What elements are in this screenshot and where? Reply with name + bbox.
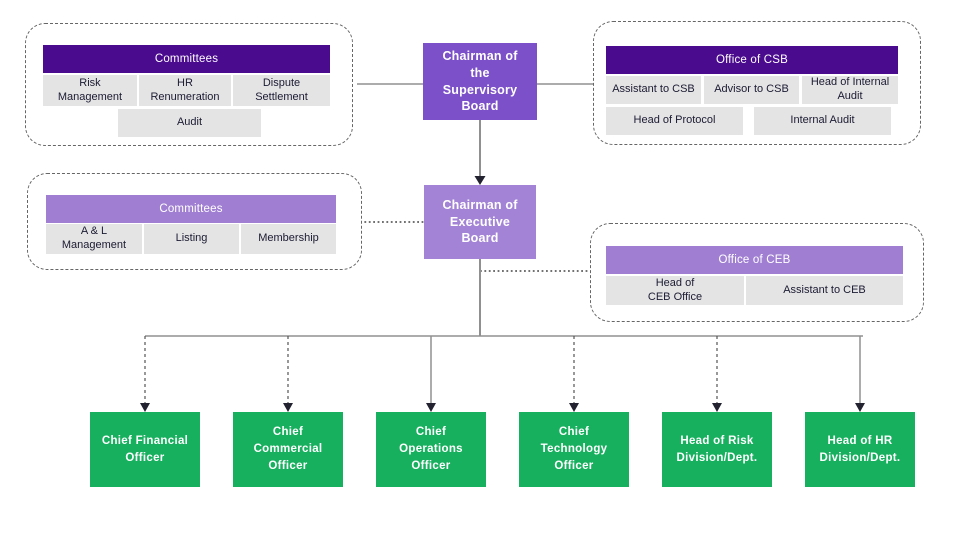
arrowhead-icon — [140, 403, 150, 412]
arrowhead-icon — [855, 403, 865, 412]
head-of-internal-audit: Head of Internal Audit — [802, 76, 898, 104]
supervisory-committees-group: Committees Risk Management HR Renumerati… — [25, 23, 353, 146]
committee-al-management: A & L Management — [46, 224, 142, 254]
chief-technology-officer-box: Chief Technology Officer — [519, 412, 629, 487]
arrowhead-icon — [474, 176, 486, 185]
ceb-office-title: Office of CEB — [606, 246, 903, 274]
head-of-ceb-office: Head of CEB Office — [606, 276, 744, 305]
ceb-office-group: Office of CEB Head of CEB Office Assista… — [590, 223, 924, 322]
chairman-executive-board-box: Chairman of Executive Board — [424, 185, 536, 259]
arrowhead-icon — [426, 403, 436, 412]
chief-financial-officer-box: Chief Financial Officer — [90, 412, 200, 487]
arrowhead-icon — [569, 403, 579, 412]
chief-commercial-officer-box: Chief Commercial Officer — [233, 412, 343, 487]
head-of-hr-division-box: Head of HR Division/Dept. — [805, 412, 915, 487]
csb-office-title: Office of CSB — [606, 46, 898, 74]
committee-membership: Membership — [241, 224, 336, 254]
internal-audit: Internal Audit — [754, 107, 891, 135]
supervisory-committees-title: Committees — [43, 45, 330, 73]
advisor-to-csb: Advisor to CSB — [704, 76, 799, 104]
committee-listing: Listing — [144, 224, 239, 254]
committee-dispute-settlement: Dispute Settlement — [233, 75, 330, 106]
committee-hr-renumeration: HR Renumeration — [139, 75, 231, 106]
chairman-supervisory-board-box: Chairman of the Supervisory Board — [423, 43, 537, 120]
chief-operations-officer-box: Chief Operations Officer — [376, 412, 486, 487]
arrowhead-icon — [712, 403, 722, 412]
head-of-protocol: Head of Protocol — [606, 107, 743, 135]
committee-risk-management: Risk Management — [43, 75, 137, 106]
arrowhead-icon — [283, 403, 293, 412]
head-of-risk-division-box: Head of Risk Division/Dept. — [662, 412, 772, 487]
executive-committees-group: Committees A & L Management Listing Memb… — [27, 173, 362, 270]
committee-audit: Audit — [118, 109, 261, 137]
executive-committees-title: Committees — [46, 195, 336, 223]
csb-office-group: Office of CSB Assistant to CSB Advisor t… — [593, 21, 921, 145]
assistant-to-ceb: Assistant to CEB — [746, 276, 903, 305]
assistant-to-csb: Assistant to CSB — [606, 76, 701, 104]
